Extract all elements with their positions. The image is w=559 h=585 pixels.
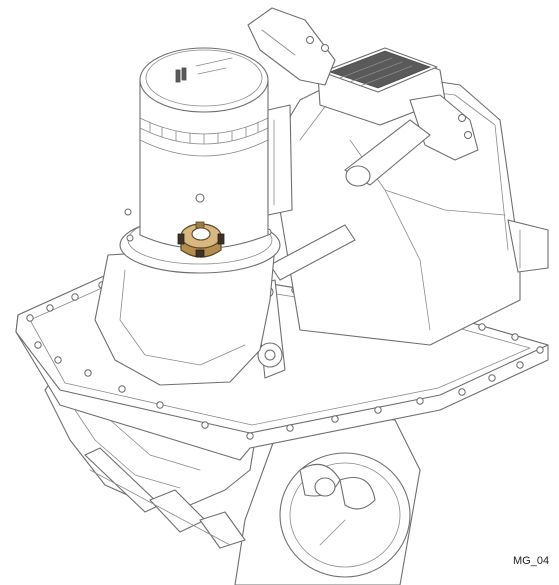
actuator-arms: [247, 7, 479, 281]
figure-reference-code: MG_04: [513, 555, 550, 567]
shaft-coupling: [84, 447, 246, 549]
electric-motor: [139, 47, 293, 250]
tunnel-section: [234, 409, 421, 585]
brush-holder-ring-icon: [177, 221, 225, 258]
control-box: [317, 47, 446, 126]
